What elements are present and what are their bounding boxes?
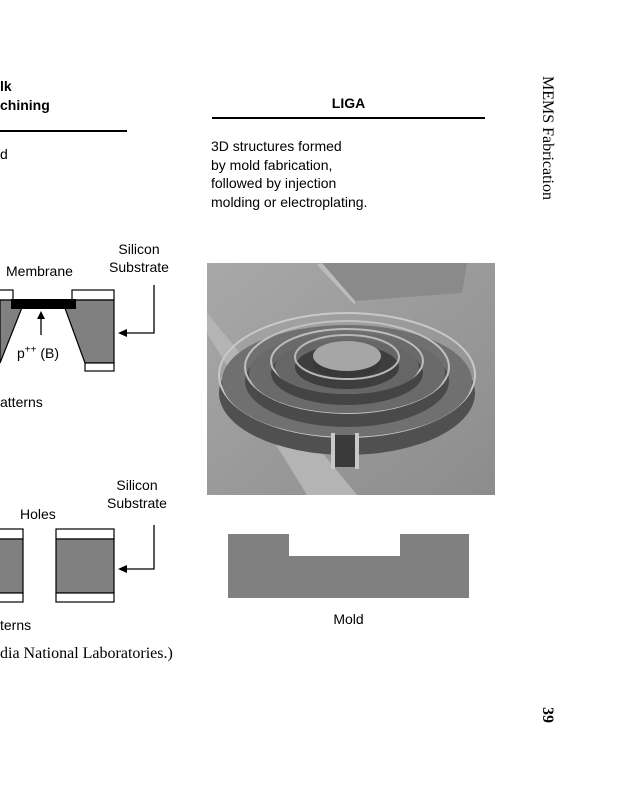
liga-heading-rule xyxy=(212,117,485,119)
dopant-superscript: ++ xyxy=(24,344,37,355)
hole-mask-top-right xyxy=(55,528,115,540)
ring-4-top xyxy=(294,334,400,380)
bulk-description: d xyxy=(0,146,8,162)
dopant-arrow-head xyxy=(37,311,45,319)
substrate-label-1: Silicon Substrate xyxy=(106,240,172,276)
substrate-pointer-2 xyxy=(124,525,155,570)
mold-label: Mold xyxy=(333,611,364,627)
figure-credit: dia National Laboratories.) xyxy=(0,645,173,662)
gate-opening xyxy=(335,435,355,467)
hole-mask-bottom-right xyxy=(55,592,115,603)
center-post-top xyxy=(313,341,381,371)
bulk-heading: lk chining xyxy=(0,77,50,115)
membrane xyxy=(11,299,76,309)
dopant-label-text: p++ (B) xyxy=(17,344,60,361)
mold-shape xyxy=(228,534,469,598)
liga-description-line: followed by injection xyxy=(211,175,337,191)
bulk-heading-line2: chining xyxy=(0,97,50,113)
diagram1-caption: atterns xyxy=(0,394,43,410)
liga-sem-illustration xyxy=(207,263,495,495)
substrate-label-2-line2: Substrate xyxy=(107,495,167,511)
silicon-right xyxy=(61,299,115,364)
hole-mask-top-left xyxy=(0,528,24,540)
hole-silicon-left xyxy=(0,538,24,594)
membrane-label: Membrane xyxy=(6,263,73,279)
gate-post-left xyxy=(331,433,335,469)
substrate-pointer-2-head xyxy=(118,565,127,573)
liga-description: 3D structures formed by mold fabrication… xyxy=(211,137,367,211)
diagram2-caption: terns xyxy=(0,617,32,633)
hole-mask-bottom-left xyxy=(0,592,24,603)
substrate-pointer-1-head xyxy=(118,329,127,337)
liga-description-line: molding or electroplating. xyxy=(211,193,368,210)
photo-block-edge xyxy=(317,263,355,305)
mold-diagram xyxy=(228,534,469,598)
substrate-label-1-line2: Substrate xyxy=(109,259,169,275)
substrate-label-2: Silicon Substrate xyxy=(104,476,170,512)
bulk-heading-rule xyxy=(0,130,127,132)
hole-silicon-right xyxy=(55,538,115,594)
mask-right xyxy=(71,289,115,301)
holes-diagram xyxy=(0,525,155,603)
dopant-label: p++ (B) xyxy=(17,341,59,362)
bulk-heading-line1: lk xyxy=(0,78,12,94)
holes-label: Holes xyxy=(20,506,56,522)
photo-block xyxy=(322,263,467,301)
liga-description-line: by mold fabrication, xyxy=(211,156,333,173)
substrate-label-2-line1: Silicon xyxy=(116,477,158,493)
substrate-label-1-line1: Silicon xyxy=(118,241,160,257)
liga-sem-photo xyxy=(207,263,495,495)
membrane-diagram xyxy=(0,285,155,372)
liga-heading: LIGA xyxy=(331,95,366,111)
liga-description-line: 3D structures formed xyxy=(211,138,342,154)
substrate-pointer-1 xyxy=(124,285,155,334)
gate-post-right xyxy=(355,433,359,469)
page-number: 39 xyxy=(539,707,556,723)
running-title: MEMS Fabrication xyxy=(539,76,556,200)
mask-bottom xyxy=(84,362,115,372)
mask-left xyxy=(0,289,14,301)
